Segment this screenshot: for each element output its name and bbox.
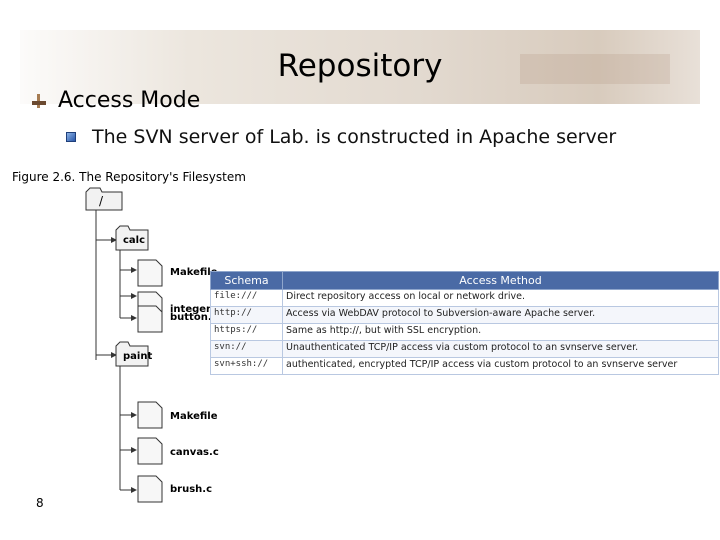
bullet-level1: Access Mode — [32, 88, 200, 113]
header-schema: Schema — [210, 271, 283, 290]
file-icon — [137, 401, 163, 429]
figure-caption: Figure 2.6. The Repository's Filesystem — [12, 170, 246, 184]
header-access-method: Access Method — [282, 271, 719, 290]
file-icon — [137, 259, 163, 287]
pushpin-bullet-icon — [32, 93, 46, 108]
table-row: svn:// Unauthenticated TCP/IP access via… — [210, 340, 719, 358]
bullet-level2-text: The SVN server of Lab. is constructed in… — [92, 126, 617, 148]
table-row: file:/// Direct repository access on loc… — [210, 289, 719, 307]
tree-root-label: / — [99, 194, 104, 208]
header-band — [20, 30, 700, 104]
square-bullet-icon — [66, 132, 76, 142]
table-header-row: Schema Access Method — [210, 271, 719, 290]
access-method-cell: Access via WebDAV protocol to Subversion… — [282, 306, 719, 324]
schema-cell: file:/// — [210, 289, 283, 307]
schema-cell: http:// — [210, 306, 283, 324]
tree-file: Makefile — [170, 411, 218, 422]
table-row: http:// Access via WebDAV protocol to Su… — [210, 306, 719, 324]
schema-cell: svn:// — [210, 340, 283, 358]
bullet-level1-text: Access Mode — [58, 88, 201, 113]
tree-folder-paint: paint — [123, 351, 152, 362]
schema-cell: svn+ssh:// — [210, 357, 283, 375]
file-icon — [137, 305, 163, 333]
access-method-cell: Same as http://, but with SSL encryption… — [282, 323, 719, 341]
access-method-cell: Direct repository access on local or net… — [282, 289, 719, 307]
access-method-cell: Unauthenticated TCP/IP access via custom… — [282, 340, 719, 358]
tree-folder-calc: calc — [123, 235, 145, 246]
bullet-level2: The SVN server of Lab. is constructed in… — [66, 126, 616, 148]
file-icon — [137, 475, 163, 503]
root-folder-icon — [85, 187, 123, 211]
calc-folder-icon — [115, 225, 149, 251]
table-row: https:// Same as http://, but with SSL e… — [210, 323, 719, 341]
access-method-cell: authenticated, encrypted TCP/IP access v… — [282, 357, 719, 375]
page-number: 8 — [36, 496, 44, 510]
schema-cell: https:// — [210, 323, 283, 341]
tree-file: canvas.c — [170, 447, 219, 458]
schema-table: Schema Access Method file:/// Direct rep… — [210, 271, 719, 375]
paint-folder-icon — [115, 341, 149, 367]
file-icon — [137, 437, 163, 465]
table-row: svn+ssh:// authenticated, encrypted TCP/… — [210, 357, 719, 375]
file-icon — [137, 291, 163, 319]
slide-title: Repository — [277, 48, 443, 84]
tree-file: brush.c — [170, 484, 212, 495]
